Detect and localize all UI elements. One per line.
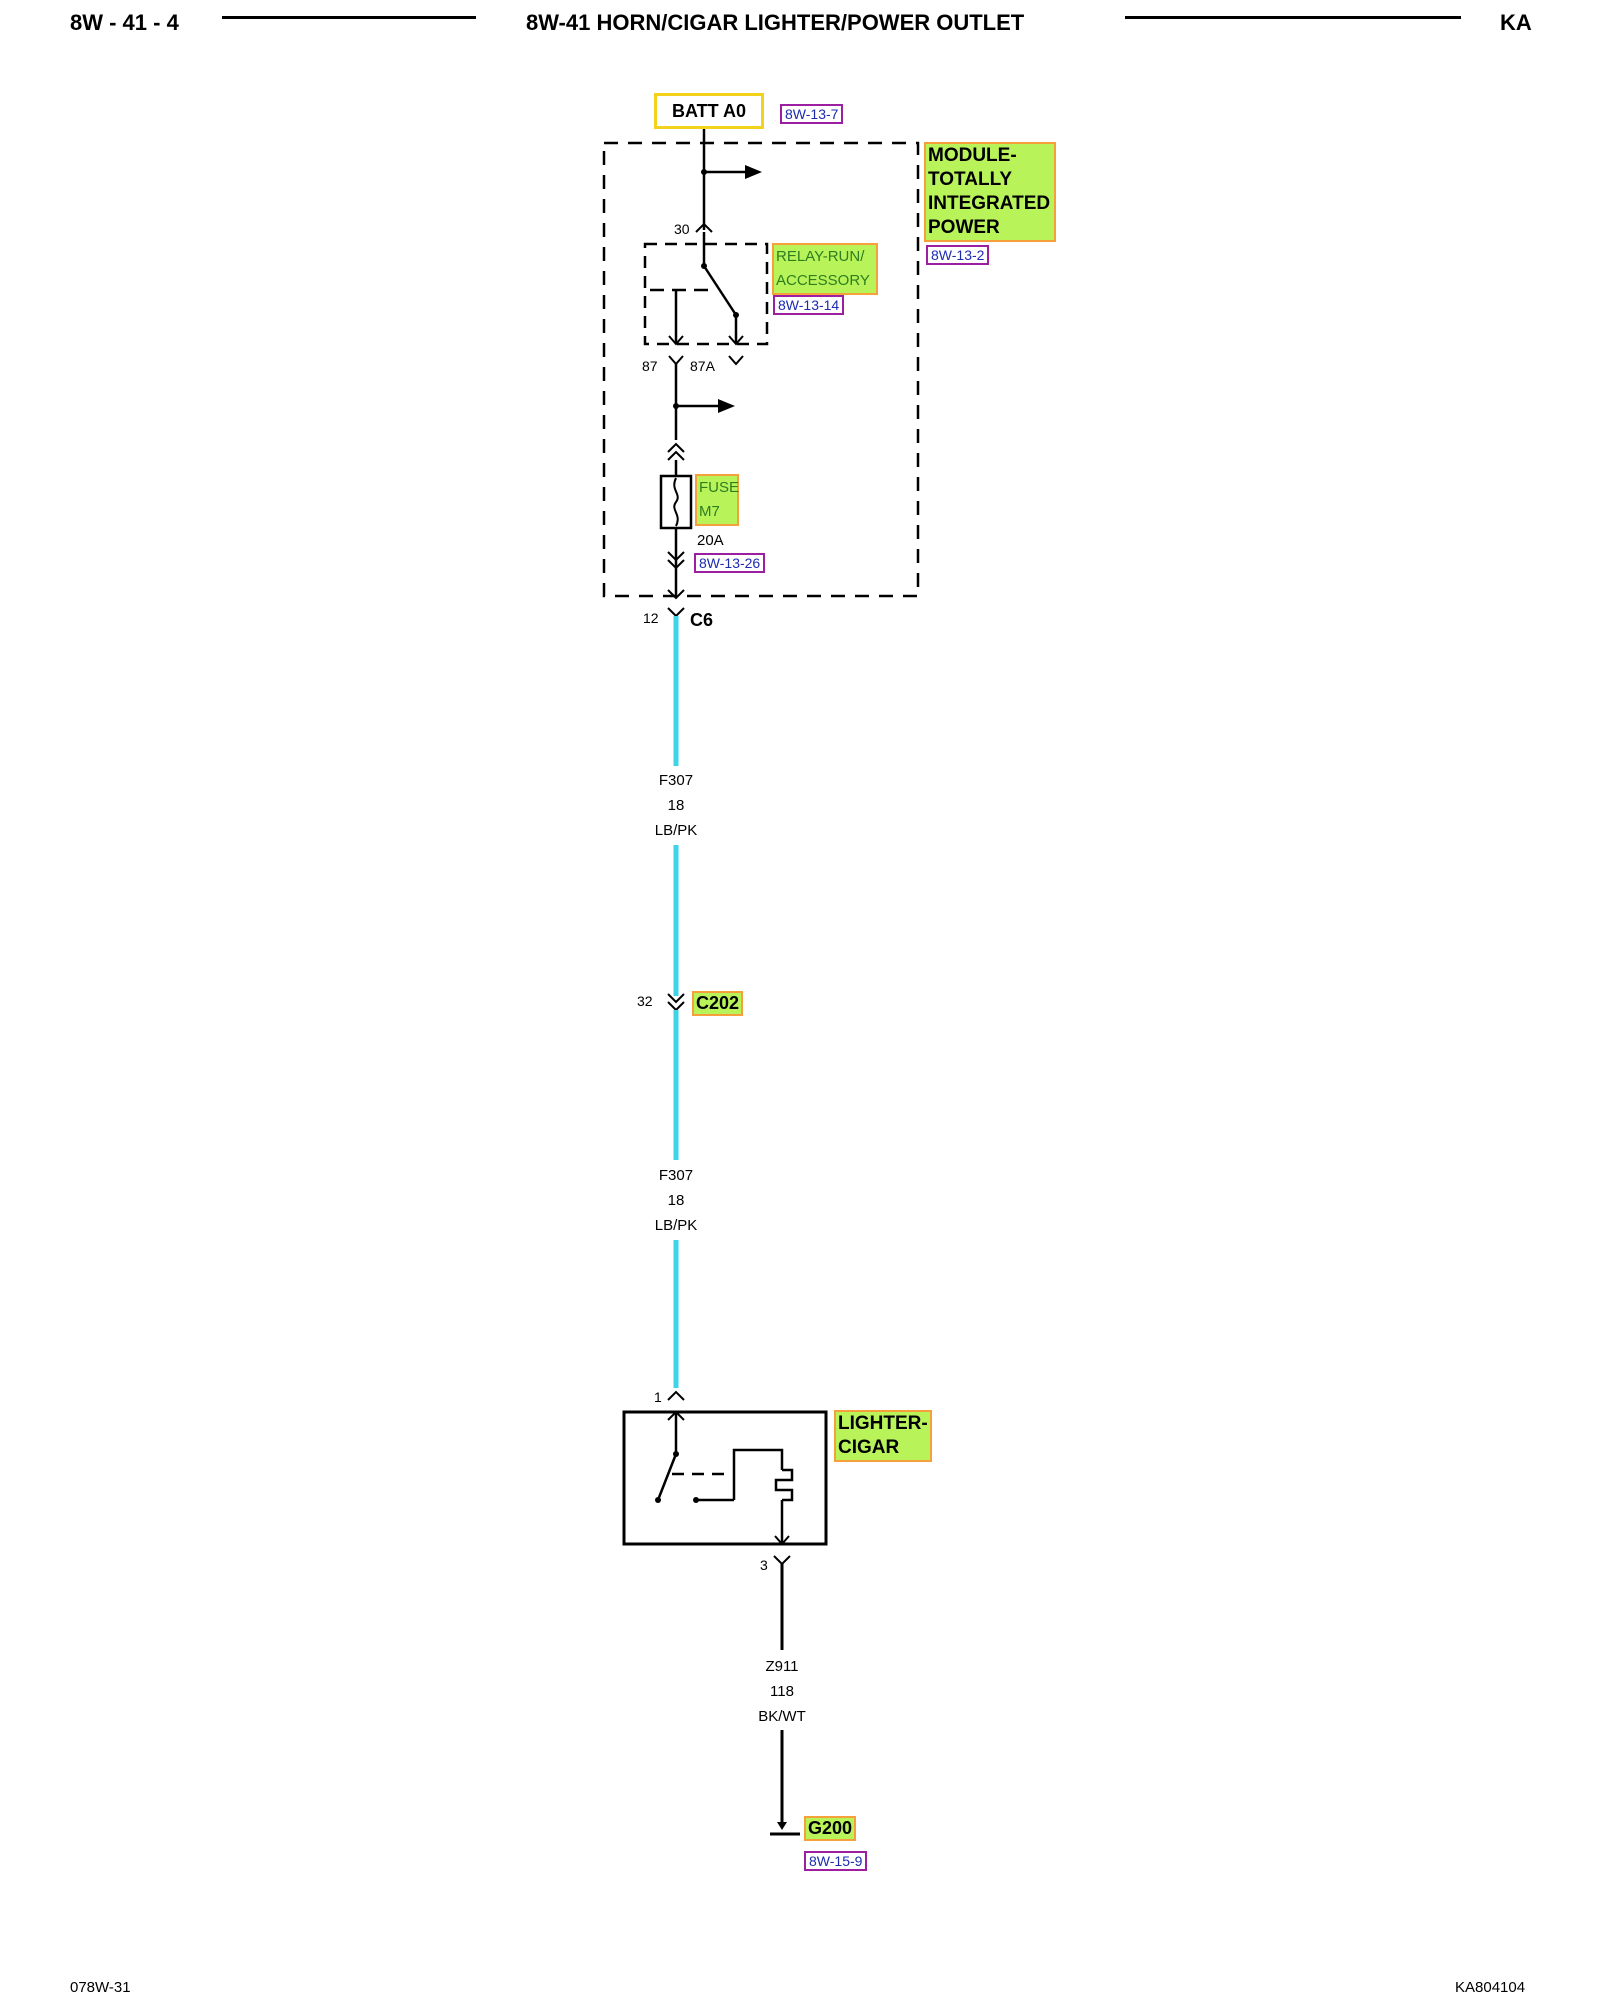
lighter-name-line-1: LIGHTER- [838, 1413, 928, 1434]
module-ref-link[interactable]: 8W-13-2 [926, 245, 990, 265]
module-name-line-4: POWER [928, 217, 1000, 238]
wire-2-color: LB/PK [654, 1217, 698, 1234]
lighter-pin-3-connector [773, 1555, 791, 1566]
batt-ref-link[interactable]: 8W-13-7 [780, 104, 844, 124]
wire-1-circuit: F307 [658, 772, 694, 789]
relay-out-branch-arrow [718, 399, 735, 413]
footer-right-code: KA804104 [1455, 1979, 1526, 1996]
relay-pin-87a-label: 87A [690, 358, 715, 374]
lighter-switch-arm [656, 1453, 678, 1501]
relay-name-line-2: ACCESSORY [776, 272, 870, 289]
module-name-line-2: TOTALLY [928, 169, 1013, 190]
c6-connector-label: C6 [690, 610, 714, 630]
lighter-pin-1-connector [667, 1390, 685, 1401]
lighter-box [622, 1410, 828, 1546]
wire-1-gauge: 18 [667, 797, 685, 814]
relay-switch-arm [702, 265, 738, 316]
fuse-label-box: FUSE M7 [695, 474, 739, 526]
wire-label-3: Z911 118 BK/WT [737, 1654, 827, 1729]
module-name-line-3: INTEGRATED [928, 193, 1051, 214]
lighter-pin-3-label: 3 [760, 1557, 768, 1573]
relay-name-line-1: RELAY-RUN/ [776, 248, 865, 265]
header-rule-left [222, 16, 476, 19]
fuse-top-connector-a [667, 442, 685, 453]
lighter-name-line-2: CIGAR [838, 1437, 900, 1458]
fuse-name-line-1: FUSE [699, 479, 740, 496]
module-exit-arrow [667, 589, 685, 600]
ground-label: G200 [804, 1816, 857, 1841]
fuse-top-connector-b [667, 450, 685, 461]
footer-left-code: 078W-31 [70, 1979, 131, 1996]
ground-arrow [777, 1822, 787, 1830]
fuse-rating: 20A [697, 532, 724, 549]
fuse-element [673, 477, 679, 527]
relay-pin-30-label: 30 [674, 221, 690, 237]
lighter-heating-element [774, 1468, 794, 1502]
batt-source-box: BATT A0 [654, 93, 764, 129]
lighter-switch-tip [655, 1497, 661, 1503]
lighter-inner-down-arrow [774, 1535, 790, 1546]
pin-87-connector [668, 355, 684, 366]
ground-ref-link[interactable]: 8W-15-9 [804, 1851, 868, 1871]
page-title: 8W-41 HORN/CIGAR LIGHTER/POWER OUTLET [526, 10, 1025, 35]
wire-3-gauge: 118 [770, 1683, 794, 1700]
wire-3-color: BK/WT [758, 1708, 806, 1725]
header-rule-right [1125, 16, 1461, 19]
c6-connector-symbol [667, 607, 685, 618]
c202-connector-label: C202 [692, 991, 744, 1016]
wire-label-1: F307 18 LB/PK [631, 768, 721, 843]
wire-label-2: F307 18 LB/PK [631, 1163, 721, 1238]
wire-2-gauge: 18 [667, 1192, 685, 1209]
module-enclosure [602, 141, 920, 598]
model-code: KA [1500, 10, 1532, 35]
lighter-element-top-lead [732, 1448, 784, 1500]
module-label-box: MODULE- TOTALLY INTEGRATED POWER [924, 142, 1056, 242]
relay-pin-87-label: 87 [642, 358, 658, 374]
c202-connector-a [667, 993, 685, 1004]
relay-enclosure [643, 242, 769, 346]
relay-label-box: RELAY-RUN/ ACCESSORY [772, 243, 878, 295]
lighter-pin-1-label: 1 [654, 1389, 662, 1405]
relay-87-arrow [668, 335, 684, 346]
page-number: 8W - 41 - 4 [70, 10, 179, 35]
c202-pin-label: 32 [637, 993, 653, 1009]
pin-30-connector [695, 222, 713, 233]
module-name-line-1: MODULE- [928, 145, 1017, 166]
lighter-label-box: LIGHTER- CIGAR [834, 1410, 932, 1462]
fuse-ref-link[interactable]: 8W-13-26 [694, 553, 766, 573]
batt-source-label: BATT A0 [672, 100, 746, 121]
pin-87a-connector [728, 355, 744, 366]
wire-3-circuit: Z911 [765, 1658, 799, 1675]
c6-pin-label: 12 [643, 610, 659, 626]
fuse-name-line-2: M7 [699, 503, 720, 520]
relay-ref-link[interactable]: 8W-13-14 [773, 295, 845, 315]
batt-branch-arrow [745, 165, 762, 179]
wire-1-color: LB/PK [654, 822, 698, 839]
relay-87a-arrow [728, 335, 744, 346]
wire-2-circuit: F307 [658, 1167, 694, 1184]
